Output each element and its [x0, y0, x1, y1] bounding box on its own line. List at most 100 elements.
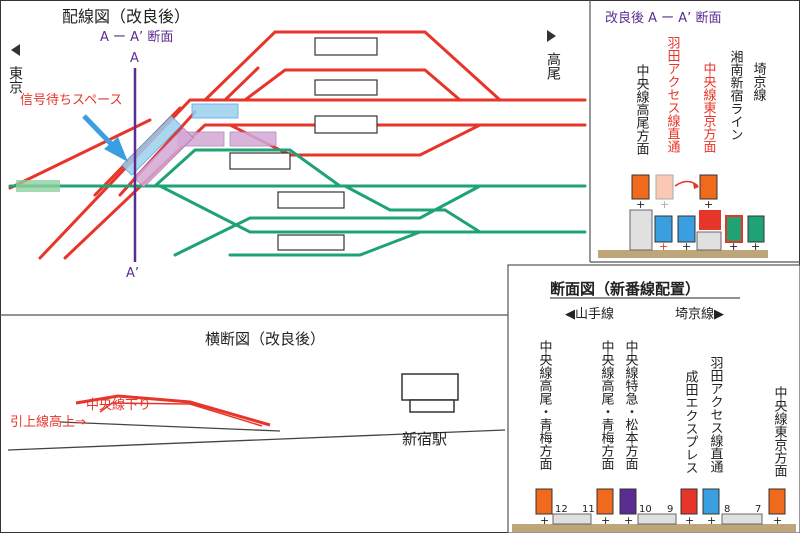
section-ground: [598, 250, 768, 258]
platform-line-1: 中央線高尾・青梅方面: [537, 340, 553, 470]
section-line-3: 中央線東京方面: [701, 62, 717, 153]
waiting-space-purple-2: [229, 131, 277, 147]
train-blue-1: [654, 215, 673, 243]
green-upper-loop: [153, 148, 342, 188]
train-chuo-tokyo: [699, 174, 718, 200]
car-narita-express: [680, 488, 698, 515]
train-saikyo: [747, 215, 765, 243]
cross-section-title: 横断図（改良後）: [205, 330, 325, 348]
waiting-space-blue-2: [121, 115, 182, 176]
waiting-space-purple-3: [133, 127, 194, 188]
red-upper-loop: [203, 30, 502, 102]
plus-p6: +: [773, 514, 782, 527]
chuo-down-label: 中央線下り: [86, 397, 151, 413]
green-lower: [158, 184, 587, 234]
station-label: 新宿駅: [402, 430, 447, 448]
chuo-down-track: [75, 394, 271, 427]
saikyo-label: 埼京線▶: [675, 306, 724, 322]
red-track-2: [63, 123, 587, 260]
platform-line-4: 成田エクスプレス: [683, 370, 699, 474]
red-upper-inner: [243, 68, 462, 102]
platform-section-panel: [507, 264, 800, 533]
waiting-space-arrow: [82, 114, 128, 162]
platform-line-3: 中央線特急・松本方面: [623, 340, 639, 470]
platform-section-title: 断面図（新番線配置）: [550, 280, 700, 298]
train-chuo-takao: [631, 174, 650, 200]
platform-blocks: [552, 513, 763, 525]
section-view: 改良後 A ー A’ 断面 中央線高尾方面 羽田アクセス線直通 中央線東京方面 …: [598, 10, 768, 258]
train-blue-2: [677, 215, 696, 243]
green-bottom: [228, 230, 422, 257]
red-upper-branch: [223, 66, 260, 102]
pullout-track: [99, 402, 263, 427]
station-building-base: [409, 399, 455, 413]
plus-p4: +: [685, 514, 694, 527]
section-platform-1: [629, 209, 653, 251]
transfer-arrow: [674, 180, 699, 187]
plus-p5: +: [707, 514, 716, 527]
section-line-5: 埼京線: [751, 62, 767, 101]
waiting-spaces: [16, 103, 277, 192]
platform-ground: [512, 524, 796, 532]
plus-3: +: [704, 198, 713, 211]
section-line-label: A ー A’ 断面: [100, 30, 173, 45]
station-building-top: [401, 373, 459, 401]
platform-3: [314, 115, 378, 134]
red-left-lead: [8, 118, 152, 190]
train-haneda-ghost: [655, 174, 674, 200]
plus-6: +: [729, 240, 738, 253]
takao-direction-icon: [547, 30, 556, 42]
arrow-shaft: [82, 114, 117, 150]
cross-section: 横断図（改良後） 中央線下り 引上線高上⇒ 新宿駅: [7, 330, 506, 451]
car-chuo-takao-2: [596, 488, 614, 515]
train-haneda-red: [699, 210, 721, 230]
track-diagram: 配線図（改良後） A ー A’ 断面 A A’ 信号待ちスペース 東京 高尾: [7, 7, 587, 281]
yamanote-label: ◀山手線: [565, 306, 614, 322]
platform-block-1: [552, 513, 592, 525]
car-chuo-takao-1: [535, 488, 553, 515]
marker-a-prime: A’: [126, 266, 139, 281]
red-track-1: [38, 98, 587, 260]
green-tracks: [8, 148, 587, 257]
waiting-space-blue-1: [191, 103, 239, 119]
platforms: [229, 37, 378, 251]
platform-2: [314, 79, 378, 96]
track-number-8: 8: [724, 504, 730, 515]
track-number-11: 11: [582, 504, 595, 515]
section-line-2: 羽田アクセス線直通: [665, 36, 681, 153]
car-haneda-access: [702, 488, 720, 515]
platform-5: [277, 191, 345, 209]
track-diagram-title: 配線図（改良後）: [62, 7, 190, 26]
grade-line: [59, 421, 281, 432]
platform-1: [314, 37, 378, 56]
section-line-4: 湘南新宿ライン: [728, 50, 744, 141]
pullout-label: 引上線高上⇒: [10, 414, 86, 430]
plus-4: +: [659, 240, 668, 253]
takao-label: 高尾: [545, 51, 561, 81]
platform-line-5: 羽田アクセス線直通: [708, 356, 724, 473]
ground-line: [7, 429, 506, 451]
section-line-1: 中央線高尾方面: [634, 64, 650, 155]
train-shonan: [725, 215, 743, 243]
section-plus-marks: + + + + + + +: [636, 198, 760, 253]
track-numbers: 12 11 10 9 8 7: [555, 504, 761, 515]
track-number-9: 9: [667, 504, 673, 515]
plus-1: +: [636, 198, 645, 211]
section-platform-2: [696, 231, 722, 251]
green-lower-upper: [173, 184, 482, 257]
green-crossover: [343, 184, 482, 234]
tokyo-direction-icon: [11, 44, 20, 56]
track-number-7: 7: [755, 504, 761, 515]
track-number-10: 10: [639, 504, 652, 515]
marker-a: A: [130, 51, 139, 66]
tokyo-label: 東京: [7, 66, 23, 94]
plus-2: +: [660, 198, 669, 211]
plus-5: +: [682, 240, 691, 253]
waiting-space-green: [16, 180, 60, 192]
red-tracks: [8, 30, 587, 260]
car-chuo-limited: [619, 488, 637, 515]
plus-7: +: [751, 240, 760, 253]
platform-line-2: 中央線高尾・青梅方面: [599, 340, 615, 470]
plus-p3: +: [624, 514, 633, 527]
